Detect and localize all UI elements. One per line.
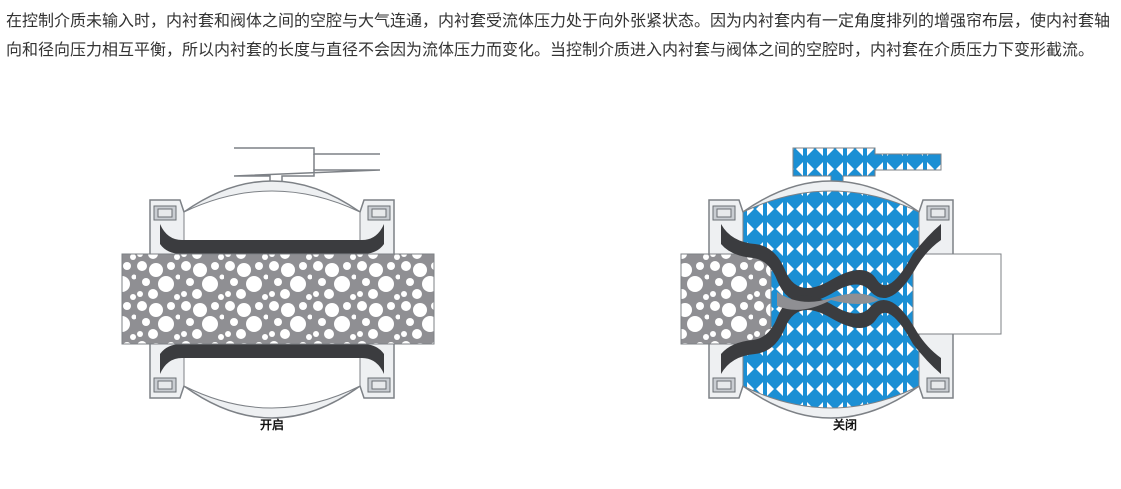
rubber-liner-bottom	[721, 295, 941, 374]
closed-valve-diagram	[680, 147, 1002, 419]
rubber-liner-bottom	[160, 344, 384, 374]
figure-caption-open: 开启	[259, 418, 284, 432]
closed-state-figure: 关闭	[665, 140, 1025, 440]
description-text: 在控制介质未输入时，内衬套和阀体之间的空腔与大气连通，内衬套受流体压力处于向外张…	[6, 11, 1111, 59]
flow-medium	[121, 253, 435, 345]
open-state-figure: 开启	[92, 140, 452, 440]
bolt	[153, 205, 391, 393]
bolt	[712, 205, 950, 393]
open-valve-diagram	[121, 147, 435, 419]
outlet-empty	[912, 253, 1002, 335]
rubber-liner-top	[721, 224, 941, 303]
rubber-liner-top	[160, 224, 384, 254]
flow-medium	[680, 253, 772, 345]
figure-caption-closed: 关闭	[832, 418, 857, 432]
